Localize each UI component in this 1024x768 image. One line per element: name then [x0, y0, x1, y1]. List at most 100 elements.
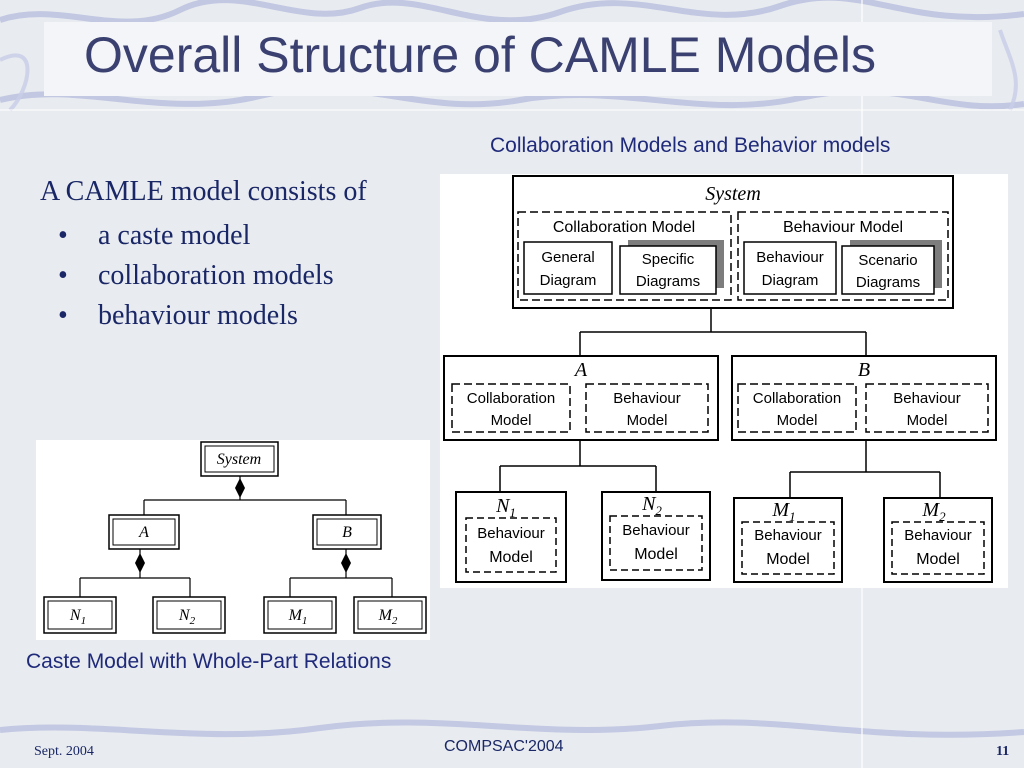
leaf-m2: M2 Behaviour Model — [883, 497, 993, 583]
leaf-n1-model-line1: Behaviour — [477, 525, 545, 542]
caste-b-label: B — [342, 524, 352, 541]
title-bar — [44, 22, 992, 96]
leaf-m1-sub: 1 — [789, 509, 796, 524]
agent-b-collaboration-line1: Collaboration — [753, 390, 841, 407]
caste-a-outer — [108, 514, 180, 550]
caption-caste-model: Caste Model with Whole-Part Relations — [26, 650, 392, 673]
leaf-m2-name: M — [921, 499, 940, 521]
leaf-n2-model-line1: Behaviour — [622, 522, 690, 539]
caste-leaf-m2: M2 — [353, 596, 427, 634]
bullet-list: • a caste model • collaboration models • be… — [58, 216, 334, 336]
bullet-dot: • — [58, 220, 68, 251]
svg-text:M1: M1 — [288, 607, 308, 627]
leaf-m1-name: M — [771, 499, 790, 521]
leaf-n2-model-line2: Model — [634, 546, 678, 563]
behaviour-diagram-line1: Behaviour — [756, 249, 824, 266]
agent-a-behaviour-line1: Behaviour — [613, 390, 681, 407]
caste-leaf-m2-sub: 2 — [392, 615, 398, 627]
footer-date: Sept. 2004 — [34, 744, 94, 759]
behaviour-model-group — [737, 211, 949, 301]
caste-leaf-m1: M1 — [263, 596, 337, 634]
agent-b-collaboration-model — [737, 383, 857, 433]
agent-a-behaviour-model — [585, 383, 709, 433]
behaviour-diagram-line2: Diagram — [762, 272, 819, 289]
intro-text: A CAMLE model consists of — [40, 176, 367, 207]
agent-b-collaboration-line2: Model — [777, 412, 818, 429]
scenario-diagrams-line1: Scenario — [858, 252, 917, 269]
specific-diagrams-line1: Specific — [642, 251, 695, 268]
bullet-dot: • — [58, 300, 68, 331]
general-diagram-line1: General — [541, 249, 594, 266]
svg-text:M2: M2 — [378, 607, 398, 627]
agent-a-collaboration-model — [451, 383, 571, 433]
scenario-diagrams-line2: Diagrams — [856, 274, 920, 291]
behaviour-diagram-box — [743, 241, 837, 295]
caste-b-diamond — [341, 553, 351, 573]
collaboration-model-group — [517, 211, 732, 301]
agent-a-collaboration-line2: Model — [491, 412, 532, 429]
caste-leaf-n2-sub: 2 — [190, 615, 196, 627]
system-connectors — [579, 308, 867, 356]
bullet-text: a caste model — [98, 220, 251, 251]
leaf-m1: M1 Behaviour Model — [733, 497, 843, 583]
footer-conference: COMPSAC'2004 — [444, 738, 564, 755]
slide-title: Overall Structure of CAMLE Models — [84, 27, 876, 83]
agent-b-behaviour-line2: Model — [907, 412, 948, 429]
leaf-m2-sub: 2 — [939, 509, 946, 524]
leaf-n1-name: N — [495, 495, 511, 517]
caste-b-outer — [312, 514, 382, 550]
leaf-m1-model-line1: Behaviour — [754, 527, 822, 544]
specific-diagrams-box — [619, 245, 717, 295]
caste-a-diamond — [135, 553, 145, 573]
caste-root-label: System — [217, 451, 261, 468]
scenario-diagrams-box — [841, 245, 935, 295]
agent-a-label: A — [573, 359, 588, 381]
general-diagram-box — [523, 241, 613, 295]
caste-leaf-n1-sub: 1 — [81, 615, 87, 627]
caste-leaf-m2-name: M — [378, 607, 394, 624]
behaviour-model-group-label: Behaviour Model — [783, 219, 903, 236]
collaboration-model-group-label: Collaboration Model — [553, 219, 695, 236]
caste-a-inner — [112, 518, 176, 546]
caste-leaf-n1-name: N — [69, 607, 82, 624]
leaf-n2: N2 Behaviour Model — [601, 491, 711, 581]
footer-page-number: 11 — [996, 744, 1010, 759]
bullet-item: • a caste model — [58, 216, 334, 256]
bullet-dot: • — [58, 260, 68, 291]
agent-a-collaboration-line1: Collaboration — [467, 390, 555, 407]
caste-leaf-m1-sub: 1 — [302, 615, 308, 627]
leaf-n1-model-line2: Model — [489, 549, 533, 566]
agent-b-box — [731, 355, 997, 441]
general-diagram-line2: Diagram — [540, 272, 597, 289]
leaf-n1: N1 Behaviour Model — [455, 491, 567, 583]
bullet-text: behaviour models — [98, 300, 298, 331]
caste-leaf-n1: N1 — [43, 596, 117, 634]
caste-leaf-m1-name: M — [288, 607, 304, 624]
caste-root-inner — [204, 445, 275, 473]
svg-text:N2: N2 — [641, 493, 662, 518]
leaf-n2-name: N — [641, 493, 657, 515]
agent-b-behaviour-model — [865, 383, 989, 433]
svg-text:M2: M2 — [921, 499, 946, 524]
caste-leaf-n2-name: N — [178, 607, 191, 624]
agent-a-box — [443, 355, 719, 441]
agent-b-behaviour-line1: Behaviour — [893, 390, 961, 407]
caste-a-label: A — [138, 524, 149, 541]
system-label: System — [705, 183, 761, 205]
caste-leaf-n2: N2 — [152, 596, 226, 634]
specific-diagrams-line2: Diagrams — [636, 273, 700, 290]
agent-a-behaviour-line2: Model — [627, 412, 668, 429]
leaf-n1-sub: 1 — [509, 505, 516, 520]
caste-b-inner — [316, 518, 378, 546]
leaf-m2-model-line1: Behaviour — [904, 527, 972, 544]
bullet-item: • collaboration models — [58, 256, 334, 296]
svg-text:N1: N1 — [495, 495, 516, 520]
svg-text:N1: N1 — [69, 607, 86, 627]
caption-collaboration-behavior: Collaboration Models and Behavior models — [490, 134, 891, 157]
bullet-text: collaboration models — [98, 260, 334, 291]
leaf-m1-model-line2: Model — [766, 551, 810, 568]
leaf-m2-model-line2: Model — [916, 551, 960, 568]
caste-root-diamond — [235, 478, 245, 498]
